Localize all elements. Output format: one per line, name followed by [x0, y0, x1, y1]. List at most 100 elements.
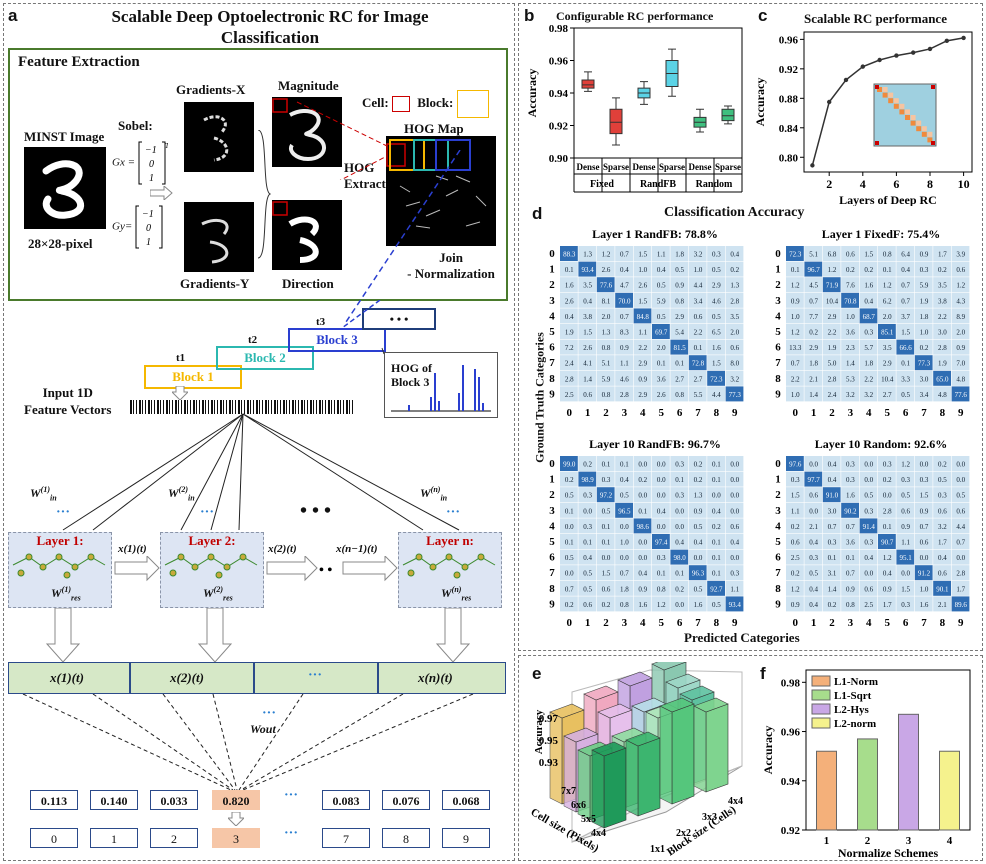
matrix-cell — [786, 534, 804, 549]
matrix-value: 2.5 — [864, 601, 873, 609]
matrix-value: 0.0 — [565, 570, 574, 578]
matrix-value: 13.3 — [789, 344, 802, 352]
matrix-cell — [822, 534, 841, 549]
win-dots-n: ··· — [446, 505, 461, 520]
matrix-value: 0.0 — [638, 492, 647, 500]
matrix-cell — [878, 518, 896, 534]
matrix-cell — [596, 456, 615, 471]
matrix-cell — [652, 261, 670, 277]
col-tick-label: 7 — [695, 617, 701, 629]
col-tick-label: 5 — [884, 407, 890, 419]
matrix-value: 0.1 — [565, 266, 574, 274]
inset-offdiag-cell — [910, 115, 916, 120]
state-x2-label: x(2)(t) — [170, 670, 204, 685]
plot-frame — [573, 27, 743, 159]
matrix-cell — [859, 277, 878, 293]
inset-diagonal-cell — [882, 92, 888, 98]
y-tick-label: 0.96 — [779, 34, 799, 46]
row-tick-label: 0 — [549, 458, 555, 470]
matrix-cell — [596, 261, 615, 277]
matrix-value: 0.4 — [828, 461, 837, 469]
matrix-value: 5.1 — [809, 251, 818, 259]
matrix-cell — [615, 456, 633, 471]
matrix-value: 0.8 — [675, 391, 684, 399]
row-tick-label: 9 — [549, 388, 555, 400]
matrix-cell — [859, 518, 878, 534]
matrix-value: 2.6 — [638, 282, 647, 290]
col-tick-label: 9 — [732, 407, 738, 419]
matrix-value: 2.1 — [809, 375, 818, 383]
matrix-cell — [615, 324, 633, 339]
matrix-cell — [933, 487, 951, 503]
subcategory-label: Sparse — [659, 162, 685, 172]
matrix-value: 3.8 — [938, 297, 947, 305]
matrix-value: 3.5 — [583, 282, 592, 290]
matrix-value: 0.2 — [864, 266, 873, 274]
row-tick-label: 4 — [775, 520, 781, 532]
matrix-cell — [822, 549, 841, 565]
matrix-value: 0.1 — [712, 476, 721, 484]
matrix-cell — [615, 339, 633, 355]
matrix-cell — [652, 596, 670, 612]
matrix-cell — [933, 456, 951, 471]
matrix-value: 90.2 — [844, 507, 857, 515]
inset-diagonal-cell — [916, 126, 922, 132]
matrix-value: 0.4 — [620, 476, 629, 484]
matrix-cell — [596, 549, 615, 565]
class-label-3: 3 — [212, 828, 260, 848]
matrix-cell — [560, 502, 578, 518]
matrix-value: 3.0 — [938, 329, 947, 337]
win-sup-1: (1) — [40, 485, 50, 494]
matrix-title: Layer 10 Random: 92.6% — [815, 437, 947, 451]
matrix-cell — [652, 292, 670, 308]
matrix-cell — [633, 370, 652, 386]
matrix-value: 1.2 — [828, 266, 837, 274]
matrix-value: 0.0 — [565, 523, 574, 531]
matrix-value: 1.2 — [901, 461, 910, 469]
matrix-value: 96.3 — [692, 570, 705, 578]
matrix-value: 1.6 — [694, 601, 703, 609]
matrix-cell — [670, 502, 689, 518]
matrix-value: 1.2 — [883, 282, 892, 290]
matrix-value: 0.0 — [620, 554, 629, 562]
matrix-cell — [933, 308, 951, 324]
class-label-9: 9 — [442, 828, 490, 848]
matrix-cell — [951, 596, 970, 612]
matrix-cell — [878, 565, 896, 581]
hog-of-block-label: HOG of Block 3 — [391, 361, 432, 389]
matrix-cell — [804, 308, 823, 324]
output-value-3: 0.820 — [212, 790, 260, 810]
matrix-cell — [822, 292, 841, 308]
y-tick-label: 0.96 — [549, 56, 569, 68]
matrix-value: 7.6 — [846, 282, 855, 290]
col-tick-label: 2 — [603, 407, 609, 419]
matrix-value: 4.7 — [620, 282, 629, 290]
row-tick-label: 8 — [549, 373, 555, 385]
matrix-cell — [878, 370, 896, 386]
matrix-value: 0.0 — [730, 461, 739, 469]
matrix-value: 0.3 — [864, 539, 873, 547]
matrix-cell — [725, 596, 744, 612]
matrix-value: 0.1 — [883, 266, 892, 274]
matrix-value: 0.2 — [828, 601, 837, 609]
matrix-cell — [707, 534, 725, 549]
matrix-cell — [804, 339, 823, 355]
matrix-cell — [688, 386, 707, 402]
matrix-cell — [822, 355, 841, 371]
matrix-cell — [896, 386, 915, 402]
matrix-cell — [560, 565, 578, 581]
matrix-cell — [596, 580, 615, 596]
panel-a — [3, 3, 515, 861]
matrix-cell — [822, 580, 841, 596]
matrix-value: 0.1 — [883, 523, 892, 531]
matrix-cell — [841, 518, 859, 534]
matrix-value: 6.2 — [883, 297, 892, 305]
matrix-cell — [560, 324, 578, 339]
gradients-y-label: Gradients-Y — [180, 276, 250, 291]
matrix-value: 3.0 — [828, 507, 837, 515]
matrix-value: 0.0 — [675, 523, 684, 531]
y-tick-label: 0.90 — [549, 153, 569, 165]
matrix-cell — [914, 246, 933, 261]
class-label-2: 2 — [150, 828, 198, 848]
